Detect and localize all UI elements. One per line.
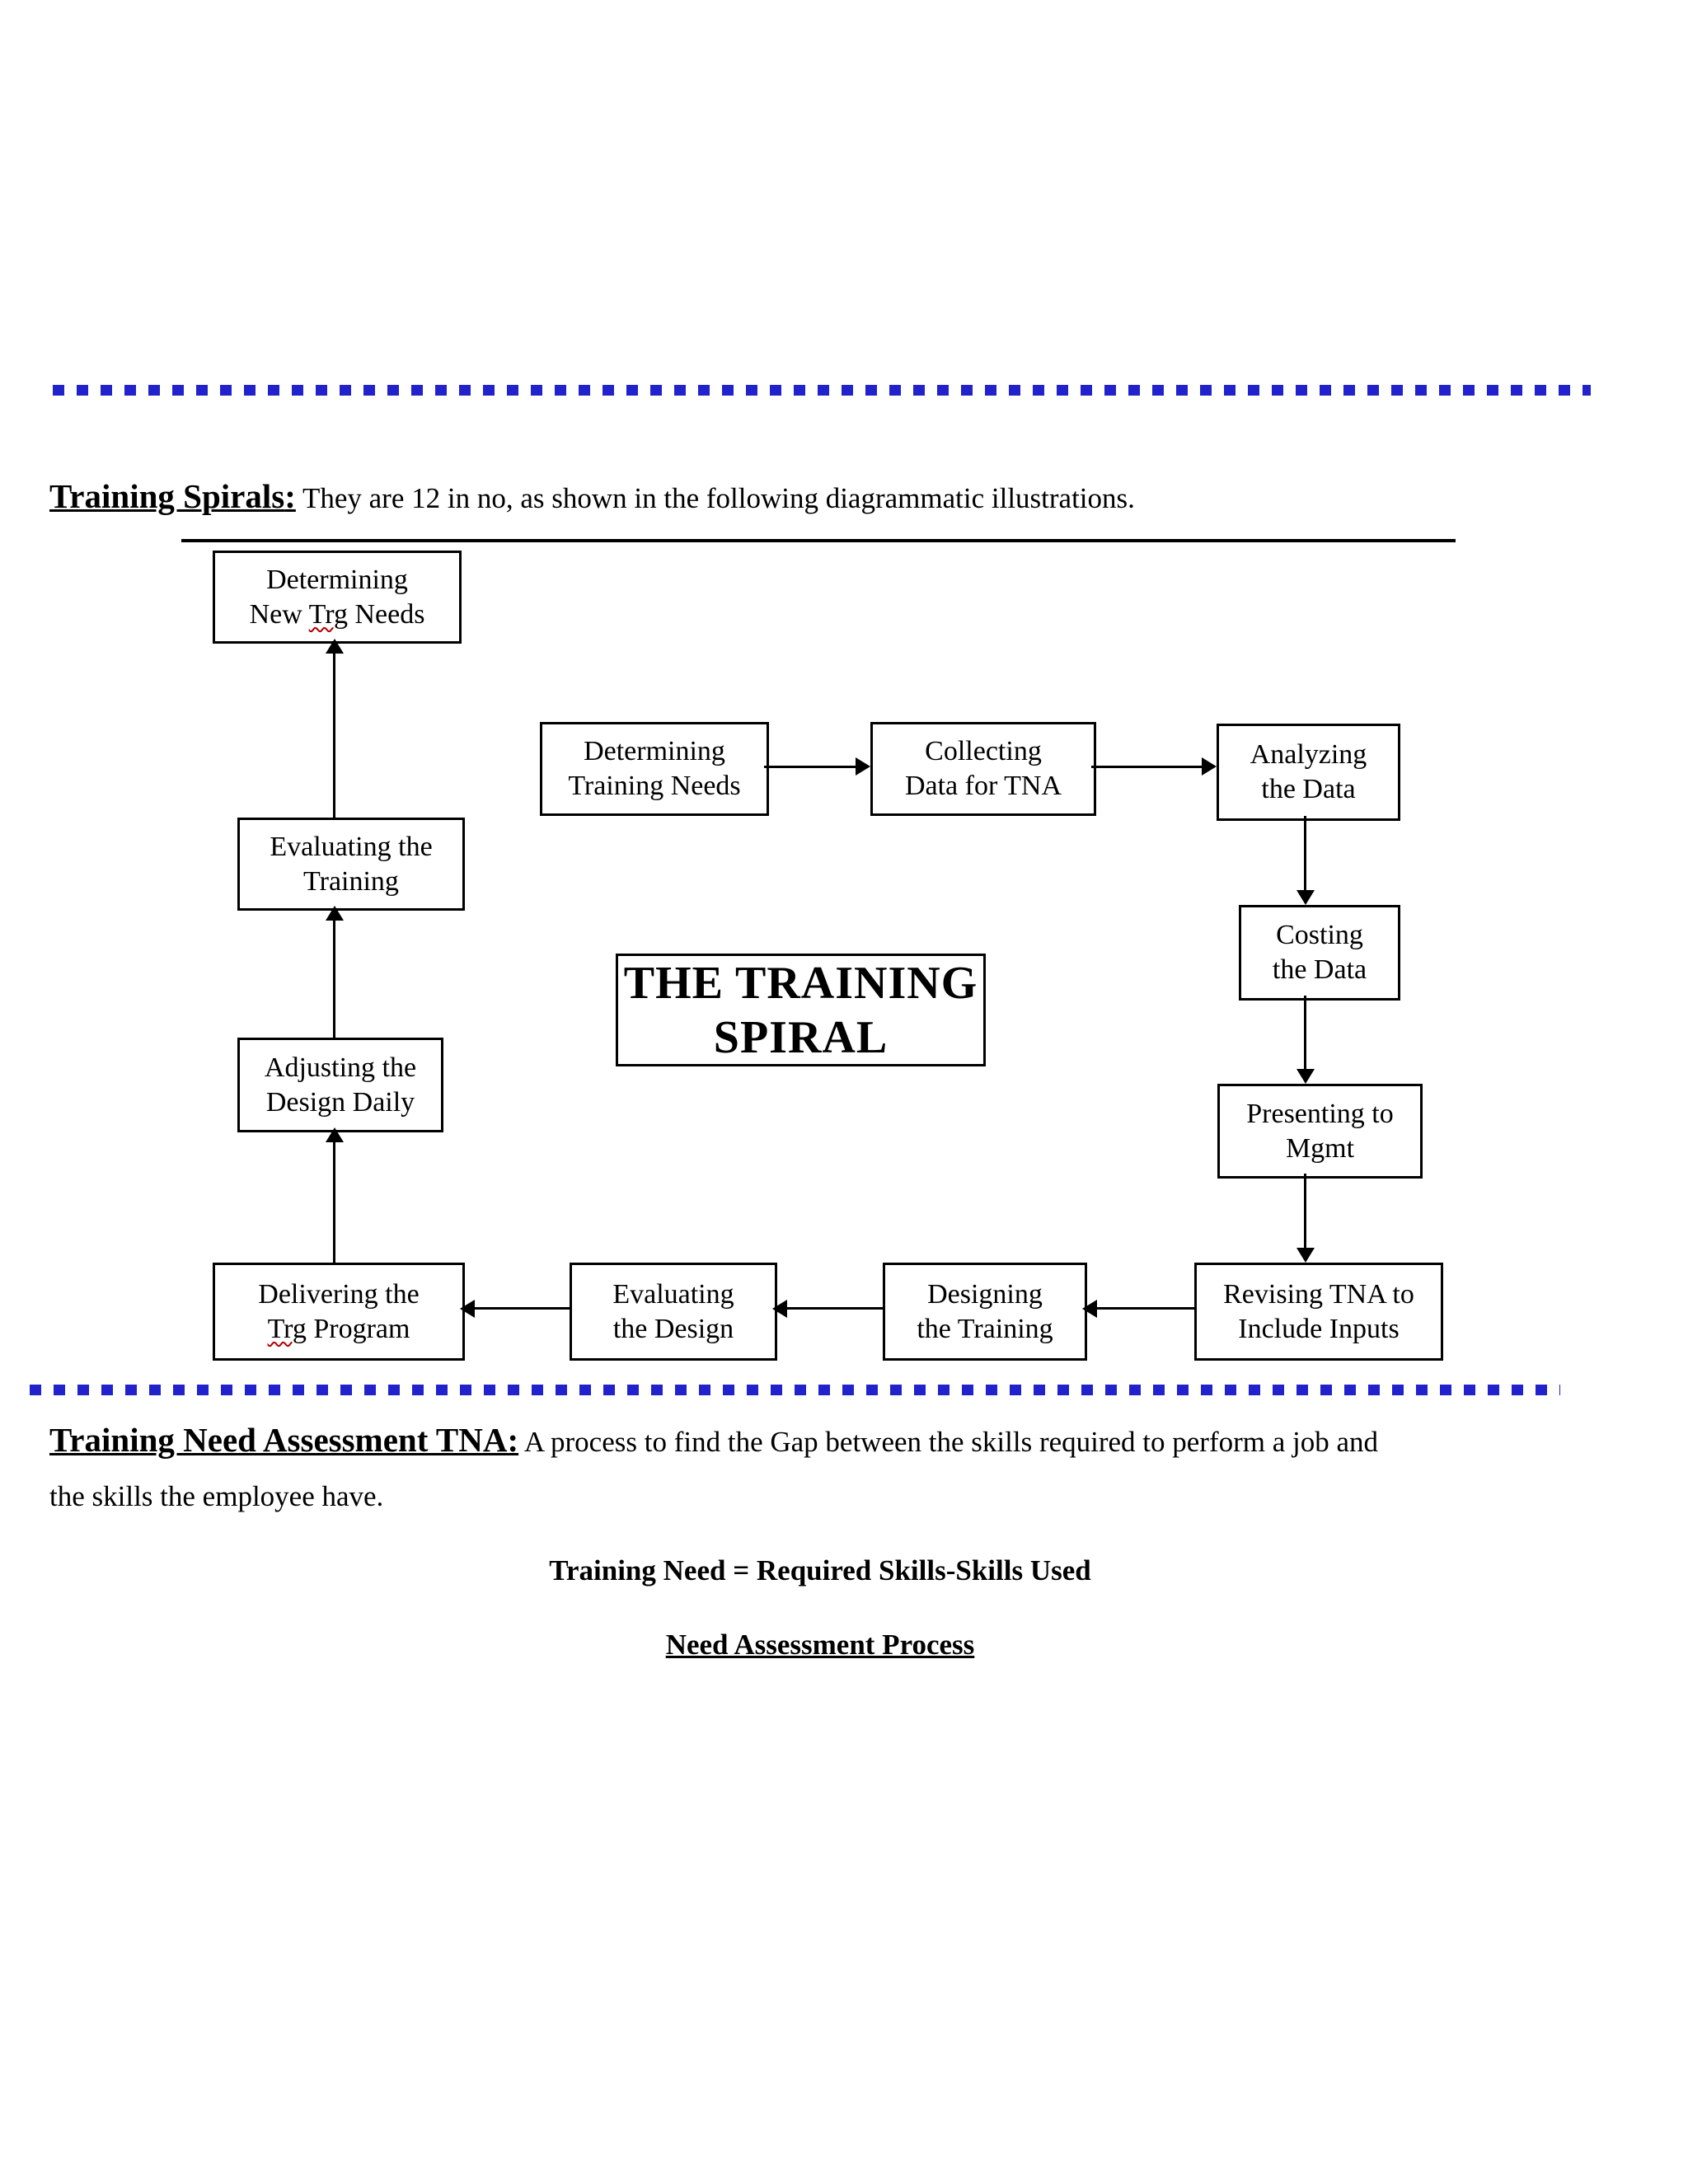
- arrow-line-analyzing-data-to-costing-data: [1304, 816, 1306, 890]
- box-line-text: Program: [306, 1313, 410, 1344]
- dashed-divider-top: [53, 385, 1591, 396]
- need-assessment-process-heading-text: Need Assessment Process: [665, 1629, 975, 1661]
- box-line: Evaluating the: [270, 831, 433, 862]
- spellcheck-wavy-word: Trg: [267, 1313, 307, 1344]
- arrowhead-right-into-analyzing-the-data: [1202, 757, 1217, 776]
- diagram-title-line: THE TRAINING: [623, 957, 978, 1009]
- intro-heading-title-text: Training Spirals: [49, 477, 285, 515]
- box-line: Delivering the: [258, 1278, 420, 1310]
- box-line: Presenting to: [1246, 1098, 1394, 1129]
- box-line: New Trg Needs: [250, 598, 425, 632]
- box-line: Analyzing: [1250, 739, 1367, 770]
- arrow-line-adjusting-design-to-evaluating-training: [333, 921, 335, 1038]
- need-assessment-process-heading: Need Assessment Process: [0, 1629, 1640, 1661]
- box-evaluating-the-design: Evaluating the Design: [570, 1263, 777, 1361]
- arrowhead-down-into-presenting-to-mgmt: [1296, 1069, 1315, 1084]
- box-delivering-the-trg-program: Delivering the Trg Program: [213, 1263, 465, 1361]
- arrow-line-costing-data-to-presenting-mgmt: [1304, 996, 1306, 1069]
- box-analyzing-the-data: Analyzing the Data: [1217, 724, 1400, 821]
- box-the-training-spiral-title: THE TRAINING SPIRAL: [616, 954, 986, 1066]
- intro-heading: Training Spirals: They are 12 in no, as …: [49, 476, 1135, 516]
- spellcheck-wavy-word: Trg: [308, 598, 348, 630]
- box-line: Revising TNA to: [1223, 1278, 1414, 1310]
- intro-heading-rest: They are 12 in no, as shown in the follo…: [295, 482, 1135, 514]
- training-need-formula-text: Training Need = Required Skills-Skills U…: [549, 1554, 1091, 1586]
- arrowhead-right-into-collecting-data-for-tna: [856, 757, 870, 776]
- arrow-line-designing-training-to-evaluating-design: [787, 1307, 883, 1310]
- box-evaluating-the-training: Evaluating the Training: [237, 818, 465, 911]
- tna-paragraph: Training Need Assessment TNA: A process …: [49, 1413, 1615, 1524]
- arrow-line-collecting-data-to-analyzing-data: [1091, 766, 1202, 768]
- box-line: Training Needs: [568, 771, 741, 801]
- box-line: Adjusting the: [264, 1052, 417, 1083]
- intro-heading-colon: :: [284, 477, 296, 515]
- box-line: Collecting: [925, 736, 1042, 766]
- arrow-line-presenting-mgmt-to-revising-tna: [1304, 1174, 1306, 1248]
- box-line: Determining: [266, 564, 408, 595]
- arrowhead-left-into-evaluating-the-design: [772, 1300, 787, 1318]
- box-presenting-to-mgmt: Presenting to Mgmt: [1217, 1084, 1423, 1179]
- box-collecting-data-for-tna: Collecting Data for TNA: [870, 722, 1096, 816]
- box-determining-new-trg-needs: Determining New Trg Needs: [213, 551, 462, 644]
- arrow-line-evaluating-design-to-delivering-program: [475, 1307, 570, 1310]
- arrow-line-delivering-program-to-adjusting-design: [333, 1142, 335, 1263]
- tna-heading: Training Need Assessment TNA:: [49, 1421, 519, 1459]
- tna-heading-rest: A process to find the Gap between the sk…: [518, 1426, 1379, 1458]
- box-line: the Data: [1261, 774, 1356, 804]
- box-line-text: Needs: [347, 598, 425, 630]
- box-line: Trg Program: [268, 1312, 410, 1347]
- box-line: Costing: [1276, 920, 1363, 950]
- box-designing-the-training: Designing the Training: [883, 1263, 1087, 1361]
- box-line: Data for TNA: [904, 771, 1062, 801]
- diagram-top-rule: [181, 539, 1456, 542]
- arrow-line-evaluating-training-to-determining-new: [333, 654, 335, 818]
- box-line: Mgmt: [1285, 1132, 1355, 1164]
- diagram-title-line: SPIRAL: [713, 1011, 889, 1063]
- box-line: the Design: [612, 1313, 734, 1344]
- box-costing-the-data: Costing the Data: [1239, 905, 1400, 1001]
- box-line: Determining: [584, 736, 725, 766]
- box-line: the Training: [917, 1313, 1053, 1344]
- box-revising-tna-to-include-inputs: Revising TNA to Include Inputs: [1194, 1263, 1443, 1361]
- box-line: the Data: [1272, 954, 1367, 985]
- arrowhead-left-into-delivering-the-trg-program: [460, 1300, 475, 1318]
- arrowhead-down-into-revising-tna: [1296, 1248, 1315, 1263]
- box-determining-training-needs: Determining Training Needs: [540, 722, 769, 816]
- training-need-formula: Training Need = Required Skills-Skills U…: [0, 1554, 1640, 1587]
- arrowhead-up-into-determining-new-trg-needs: [326, 639, 344, 654]
- arrowhead-up-into-evaluating-the-training: [326, 906, 344, 921]
- arrow-line-determining-needs-to-collecting-data: [764, 766, 856, 768]
- arrowhead-left-into-designing-the-training: [1082, 1300, 1097, 1318]
- box-line: Training: [303, 865, 399, 897]
- tna-paragraph-line2: the skills the employee have.: [49, 1480, 384, 1512]
- arrowhead-down-into-costing-the-data: [1296, 890, 1315, 905]
- arrow-line-revising-tna-to-designing-training: [1097, 1307, 1194, 1310]
- arrowhead-up-into-adjusting-the-design-daily: [326, 1127, 344, 1142]
- box-line-text: New: [249, 598, 309, 630]
- intro-heading-title: Training Spirals:: [49, 477, 296, 515]
- box-line: Designing: [927, 1278, 1043, 1310]
- box-adjusting-the-design-daily: Adjusting the Design Daily: [237, 1038, 443, 1132]
- box-line: Include Inputs: [1238, 1313, 1400, 1344]
- box-line: Evaluating: [612, 1278, 734, 1310]
- dashed-divider-bottom: [30, 1385, 1560, 1395]
- box-line: Design Daily: [265, 1086, 415, 1118]
